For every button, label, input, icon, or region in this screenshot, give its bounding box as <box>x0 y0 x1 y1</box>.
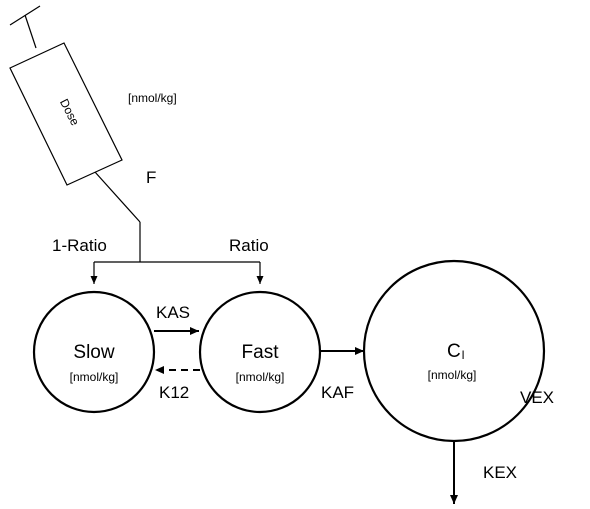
vex-label: VEX <box>520 388 554 407</box>
kex-label: KEX <box>483 463 517 482</box>
central-compartment-unit: [nmol/kg] <box>428 368 477 382</box>
split-left-label: 1-Ratio <box>52 236 107 255</box>
k12-label: K12 <box>159 383 189 402</box>
plunger-rod <box>24 14 37 49</box>
split-right-label: Ratio <box>229 236 269 255</box>
syringe-barrel <box>9 42 123 186</box>
dose-unit: [nmol/kg] <box>128 91 177 105</box>
slow-compartment-unit: [nmol/kg] <box>70 370 119 384</box>
syringe-needle <box>94 171 141 223</box>
slow-compartment <box>32 290 156 414</box>
kaf-label: KAF <box>321 383 354 402</box>
fast-compartment-unit: [nmol/kg] <box>236 370 285 384</box>
fast-compartment-name: Fast <box>242 342 280 363</box>
syringe-label: Dose <box>57 97 82 129</box>
central-subscript: l <box>462 348 465 362</box>
central-compartment-name: Cl <box>447 341 464 362</box>
bioavailability-label: F <box>146 168 156 187</box>
kas-label: KAS <box>156 303 190 322</box>
slow-compartment-name: Slow <box>73 342 114 363</box>
